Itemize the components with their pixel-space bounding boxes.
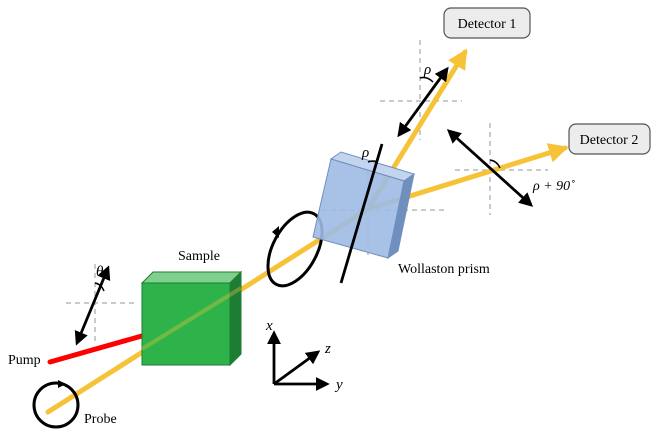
detector-2-label: Detector 2 — [580, 133, 639, 148]
rho-plus-90-label: ρ + 90˚ — [532, 179, 575, 194]
detector-1-polarization-arrow — [397, 66, 449, 138]
probe-beam — [45, 48, 569, 415]
rho-plus-90-angle-arc — [489, 159, 501, 169]
probe-polarization-arrow — [74, 265, 111, 346]
wollaston-prism — [312, 151, 416, 260]
theta-angle-arc — [94, 282, 105, 292]
probe-label: Probe — [84, 412, 117, 427]
sample-cube — [140, 270, 243, 367]
detector-1-label: Detector 1 — [458, 17, 517, 32]
detector-2-box: Detector 2 — [568, 123, 651, 155]
axis-y-label: y — [334, 377, 343, 393]
rho-angle-arc-detector-1 — [419, 76, 434, 83]
prism-axis-line — [339, 143, 384, 284]
sample-label: Sample — [178, 249, 220, 264]
detector-2-polarization-arrow — [446, 129, 534, 207]
axis-z-label: z — [324, 341, 331, 357]
elliptical-polarization — [266, 210, 324, 288]
probe-beam-through-sample — [140, 286, 243, 351]
guide-lines — [66, 40, 548, 345]
wollaston-prism-label: Wollaston prism — [398, 262, 490, 277]
rho-symbol-detector-1: ρ — [423, 62, 431, 78]
detector-1-box: Detector 1 — [443, 7, 531, 39]
probe-polarization-circle — [32, 380, 80, 429]
pump-label: Pump — [8, 353, 41, 368]
coordinate-axes — [267, 330, 330, 391]
axis-x-label: x — [265, 318, 273, 334]
theta-symbol: θ — [96, 264, 104, 280]
rho-angle-arc-prism — [367, 160, 379, 163]
rho-symbol-prism: ρ — [361, 145, 369, 161]
